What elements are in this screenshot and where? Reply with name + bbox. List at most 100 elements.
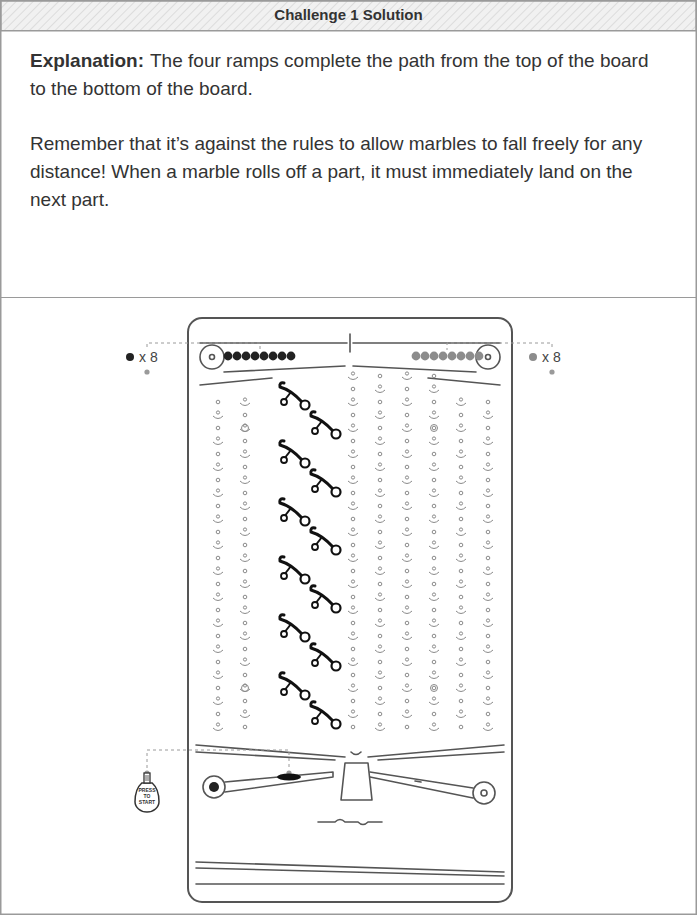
peg xyxy=(432,478,436,482)
part-slot xyxy=(483,624,493,627)
part-slot xyxy=(402,403,412,406)
slot-peg xyxy=(459,632,462,635)
part-slot xyxy=(456,559,466,562)
peg xyxy=(351,387,355,391)
part-slot xyxy=(402,663,412,666)
part-slot xyxy=(456,585,466,588)
part-slot xyxy=(240,611,250,614)
slot-peg xyxy=(216,489,219,492)
part-slot xyxy=(348,585,358,588)
part-slot xyxy=(402,507,412,510)
red-marble xyxy=(430,352,439,361)
peg xyxy=(405,725,409,729)
slot-peg xyxy=(216,411,219,414)
part-slot xyxy=(375,546,385,549)
slot-peg xyxy=(459,710,462,713)
peg xyxy=(243,439,247,443)
part-slot xyxy=(348,663,358,666)
peg xyxy=(459,621,463,625)
peg xyxy=(216,556,220,560)
part-slot xyxy=(429,624,439,627)
part-slot xyxy=(456,637,466,640)
part-slot xyxy=(375,728,385,731)
part-slot xyxy=(402,611,412,614)
part-slot xyxy=(483,650,493,653)
ramp xyxy=(280,557,310,584)
part-slot xyxy=(483,572,493,575)
slot-peg xyxy=(486,671,489,674)
slot-peg xyxy=(216,515,219,518)
peg xyxy=(351,647,355,651)
ramp xyxy=(311,470,341,497)
peg xyxy=(405,413,409,417)
part-slot xyxy=(483,598,493,601)
slot-peg xyxy=(459,528,462,531)
gear-slot xyxy=(431,685,438,692)
lever-wheel xyxy=(473,782,495,804)
peg xyxy=(378,374,382,378)
lever-arm xyxy=(225,772,333,792)
slot-peg xyxy=(486,437,489,440)
part-slot xyxy=(348,377,358,380)
part-slot xyxy=(402,585,412,588)
peg xyxy=(243,699,247,703)
part-slot xyxy=(240,507,250,510)
peg xyxy=(243,491,247,495)
lever-wheel xyxy=(203,776,225,798)
peg xyxy=(243,595,247,599)
part-slot xyxy=(402,715,412,718)
slot-peg xyxy=(378,645,381,648)
slot-peg xyxy=(432,645,435,648)
peg xyxy=(432,712,436,716)
part-slot xyxy=(213,520,223,523)
peg xyxy=(432,400,436,404)
peg xyxy=(486,712,490,716)
slot-peg xyxy=(378,515,381,518)
board-outline xyxy=(188,318,512,902)
part-slot xyxy=(213,416,223,419)
peg xyxy=(405,699,409,703)
peg xyxy=(243,647,247,651)
part-slot xyxy=(483,468,493,471)
peg xyxy=(378,556,382,560)
gear-slot xyxy=(242,685,249,692)
peg xyxy=(243,465,247,469)
slot-peg xyxy=(405,528,408,531)
button-label: PRESS TO START xyxy=(139,787,156,805)
center-post xyxy=(341,763,372,800)
slot-peg xyxy=(459,684,462,687)
part-slot xyxy=(429,546,439,549)
slot-peg xyxy=(432,723,435,726)
peg xyxy=(432,426,436,430)
peg xyxy=(405,387,409,391)
peg xyxy=(378,660,382,664)
slot-peg xyxy=(243,450,246,453)
slot-peg xyxy=(351,398,354,401)
part-slot xyxy=(348,533,358,536)
part-slot xyxy=(213,650,223,653)
peg xyxy=(378,712,382,716)
part-slot xyxy=(348,559,358,562)
ramp xyxy=(311,702,341,729)
part-slot xyxy=(456,507,466,510)
bottom-tray xyxy=(196,862,504,884)
slot-peg xyxy=(486,593,489,596)
slot-peg xyxy=(216,541,219,544)
peg xyxy=(243,517,247,521)
peg xyxy=(216,582,220,586)
peg xyxy=(351,491,355,495)
slot-peg xyxy=(351,606,354,609)
slot-peg xyxy=(486,645,489,648)
ramp xyxy=(280,383,310,410)
red-marble xyxy=(466,352,475,361)
part-slot xyxy=(483,442,493,445)
ramp xyxy=(280,615,310,642)
red-marble xyxy=(412,352,421,361)
slot-peg xyxy=(243,502,246,505)
part-slot xyxy=(429,676,439,679)
part-slot xyxy=(375,520,385,523)
part-slot xyxy=(213,728,223,731)
peg xyxy=(432,556,436,560)
